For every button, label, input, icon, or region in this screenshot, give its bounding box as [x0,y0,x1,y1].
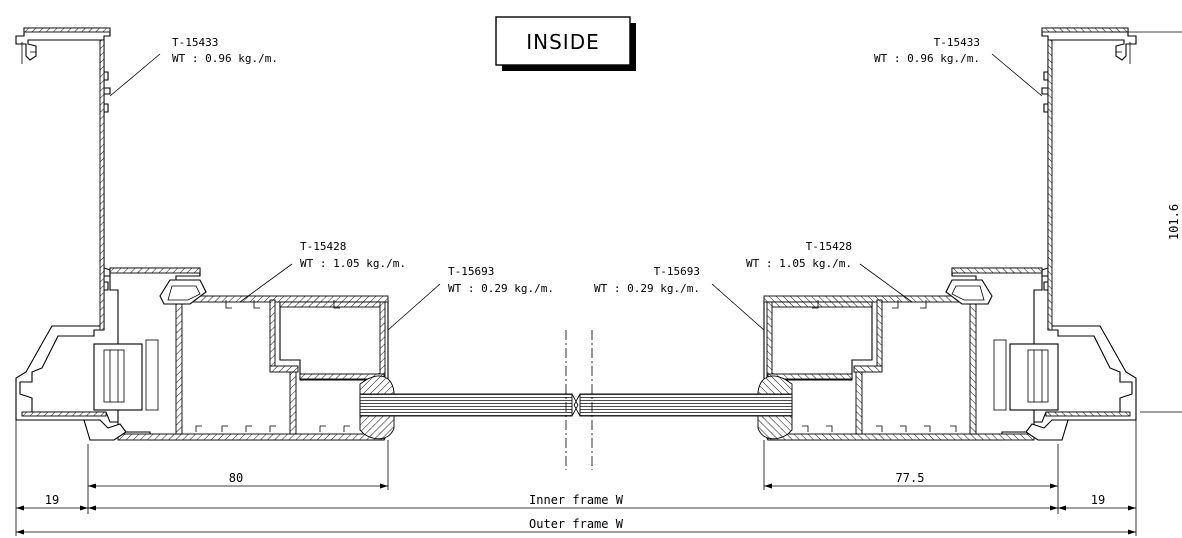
left-frame-section [15,27,579,441]
part-labels: T-15433 WT : 0.96 kg./m. T-15428 WT : 1.… [109,36,1043,331]
part-id-label: T-15433 [934,36,980,49]
dimension-lines: 80 77.5 19 Inner frame W 19 Outer frame … [15,31,1182,536]
inside-title-box: INSIDE [495,16,636,71]
title-inside: INSIDE [526,30,600,54]
part-weight-label: WT : 0.96 kg./m. [172,52,278,65]
dimension-inner-frame: Inner frame W [529,493,624,507]
part-id-label: T-15428 [300,240,346,253]
right-frame-section [573,27,1137,441]
dimension-right-depth: 77.5 [896,471,925,485]
part-weight-label: WT : 1.05 kg./m. [300,257,406,270]
dimension-right-offset: 19 [1091,493,1105,507]
dimension-height: 101.6 [1167,204,1181,240]
dimension-left-depth: 80 [229,471,243,485]
part-weight-label: WT : 0.29 kg./m. [448,282,554,295]
part-weight-label: WT : 0.96 kg./m. [874,52,980,65]
part-id-label: T-15693 [448,265,494,278]
dimension-left-offset: 19 [45,493,59,507]
part-weight-label: WT : 1.05 kg./m. [746,257,852,270]
part-id-label: T-15433 [172,36,218,49]
dimension-outer-frame: Outer frame W [529,517,624,531]
part-id-label: T-15428 [806,240,852,253]
part-id-label: T-15693 [654,265,700,278]
part-weight-label: WT : 0.29 kg./m. [594,282,700,295]
